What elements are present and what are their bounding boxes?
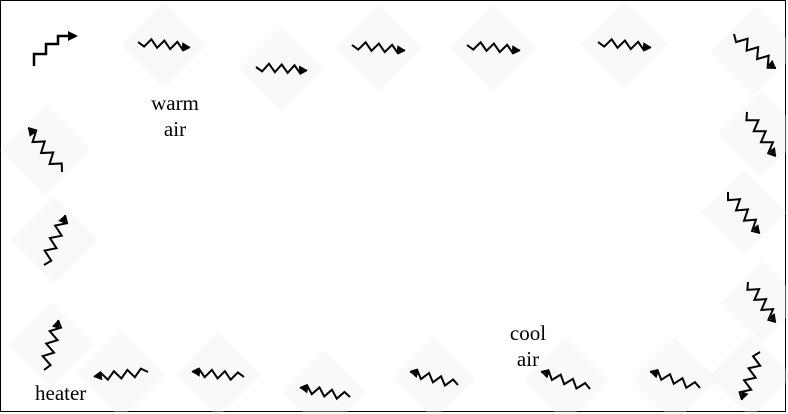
- arrow-zigzag-line: [727, 191, 761, 234]
- zigzag-arrow-icon: [581, 1, 668, 88]
- arrow-zigzag-line: [137, 37, 191, 52]
- heater-label: heater: [35, 381, 87, 405]
- stair-arrow-line: [32, 34, 70, 66]
- arrow-zigzag-line: [299, 383, 351, 401]
- arrow-head: [51, 320, 60, 329]
- arrow-zigzag-line: [597, 37, 652, 52]
- arrow-zigzag-line: [466, 40, 521, 55]
- arrow-head: [741, 391, 749, 400]
- zigzag-arrow-icon: [450, 4, 537, 91]
- arrow-zigzag-line: [745, 111, 777, 157]
- warm-air-label: warm air: [130, 90, 220, 142]
- warm-air-label-line-1: warm: [151, 91, 199, 115]
- arrow-zigzag-line: [351, 40, 406, 55]
- arrow-head: [768, 313, 776, 322]
- zigzag-arrow-icon: [721, 261, 788, 343]
- zigzag-arrow-icon: [335, 4, 422, 91]
- arrow-halo: [175, 331, 261, 414]
- arrow-head: [511, 45, 520, 54]
- arrow-head: [300, 385, 309, 394]
- arrow-zigzag-line: [42, 214, 69, 266]
- arrow-halo: [76, 330, 166, 414]
- arrow-halo: [718, 91, 788, 177]
- zigzag-arrow-icon: [283, 350, 367, 414]
- arrow-halo: [711, 7, 788, 95]
- arrow-head: [396, 45, 405, 54]
- arrow-zigzag-line: [409, 368, 459, 388]
- zigzag-arrow-icon: [10, 195, 99, 285]
- zigzag-arrow-icon: [239, 26, 324, 111]
- zigzag-arrow-icon: [718, 91, 788, 177]
- arrow-head: [650, 370, 659, 379]
- zigzag-arrow-icon: [121, 1, 207, 88]
- arrow-halo: [709, 334, 788, 414]
- arrow-halo: [239, 26, 324, 111]
- arrow-head: [410, 370, 419, 378]
- cool-air-label: cool air: [488, 320, 568, 372]
- arrow-halo: [632, 337, 718, 414]
- arrow-zigzag-line: [40, 319, 63, 371]
- cool-air-label-line-2: air: [516, 347, 540, 371]
- arrow-head: [751, 224, 760, 233]
- arrow-halo: [10, 195, 99, 285]
- zigzag-arrow-icon: [523, 338, 608, 414]
- arrow-halo: [701, 170, 787, 255]
- arrow-halo: [283, 350, 367, 414]
- arrow-zigzag-line: [93, 367, 149, 382]
- arrow-halo: [0, 105, 90, 195]
- arrow-halo: [335, 4, 422, 91]
- arrow-halo: [450, 4, 537, 91]
- arrow-head: [642, 42, 651, 51]
- arrow-zigzag-line: [738, 351, 762, 401]
- arrow-halo: [121, 1, 207, 88]
- warm-air-label-line-2: air: [163, 117, 187, 141]
- cool-air-label-line-1: cool: [509, 321, 547, 345]
- zigzag-arrow-icon: [632, 337, 718, 414]
- arrow-zigzag-line: [27, 127, 63, 173]
- arrow-halo: [581, 1, 668, 88]
- zigzag-arrow-icon: [393, 337, 475, 414]
- zigzag-arrow-icon: [701, 170, 787, 255]
- arrow-head: [192, 368, 201, 377]
- arrow-zigzag-line: [746, 281, 777, 323]
- arrow-halo: [393, 337, 475, 414]
- arrow-zigzag-line: [733, 33, 777, 69]
- zigzag-arrow-icon: [711, 7, 788, 95]
- arrow-zigzag-line: [255, 62, 308, 75]
- stair-arrow-head: [68, 31, 78, 41]
- arrow-head: [58, 215, 66, 224]
- zigzag-arrow-icon: [175, 331, 261, 414]
- arrow-zigzag-line: [191, 367, 245, 382]
- arrow-head: [768, 147, 776, 156]
- arrow-head: [28, 128, 37, 137]
- stair-arrow-icon: [32, 31, 78, 66]
- arrow-head: [767, 59, 776, 68]
- arrow-head: [298, 65, 307, 74]
- arrow-head: [181, 42, 190, 51]
- arrow-head: [541, 370, 550, 379]
- zigzag-arrow-icon: [76, 330, 166, 414]
- zigzag-arrow-icon: [709, 334, 788, 414]
- arrow-halo: [721, 261, 788, 343]
- zigzag-arrow-icon: [0, 105, 90, 195]
- arrow-head: [94, 372, 103, 381]
- arrow-zigzag-line: [540, 369, 591, 391]
- arrow-zigzag-line: [649, 369, 701, 390]
- arrow-halo: [523, 338, 608, 414]
